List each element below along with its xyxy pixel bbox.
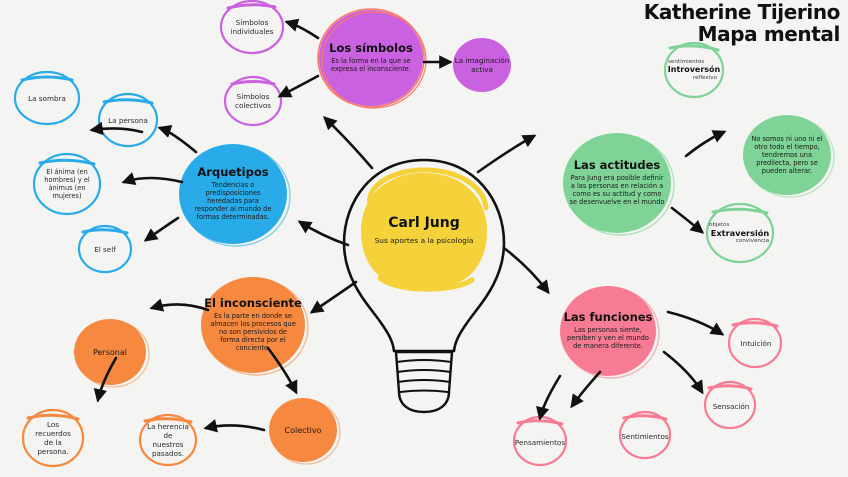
node-label: El self [94,244,116,254]
node-label: Personal [92,347,127,357]
node-label: No somos ni uno ni el otro todo el tiemp… [751,134,823,176]
node-arquetipos[interactable]: Arquetipos Tendencias o predisposiciones… [179,144,287,244]
node-heading: Los símbolos [329,41,413,56]
node-simbolos-colectivos[interactable]: Símbolos colectivos [225,77,281,125]
node-personal[interactable]: Personal [74,319,146,385]
center-node[interactable]: Carl Jung Sus aportes a la psicología [354,196,494,266]
node-label: La sombra [28,93,66,103]
node-label: Sentimientos [621,431,669,441]
node-el-self[interactable]: El self [79,226,131,272]
node-label: Intuición [740,338,772,348]
node-heading: Las actitudes [573,158,661,173]
node-extraversion[interactable]: objetos Extraversión convivencia [707,204,773,262]
node-la-sombra[interactable]: La sombra [15,72,79,124]
page-title: Katherine Tijerino Mapa mental [643,0,841,46]
node-colectivo[interactable]: Colectivo [269,398,337,462]
node-heading: Las funciones [563,310,653,325]
node-label: El ánima (en hombres) y el ánimus (en mu… [44,167,90,201]
node-label: Sensación [712,401,750,411]
node-anima-animus[interactable]: El ánima (en hombres) y el ánimus (en mu… [34,154,100,214]
node-intuicion[interactable]: Intuición [730,320,782,366]
node-label: La imaginación activa [454,56,510,74]
node-sensacion[interactable]: Sensación [705,383,757,429]
node-la-persona[interactable]: La persona [99,94,157,146]
node-body: Es la forma en la que se expresa el inco… [331,56,411,73]
node-label: La persona [108,115,148,125]
node-body: Es la parte en donde se almacen los proc… [210,312,296,352]
node-heading: El inconsciente [204,296,302,311]
node-no-somos[interactable]: No somos ni uno ni el otro todo el tiemp… [746,117,828,193]
node-los-recuerdos[interactable]: Los recuerdos de la persona. [23,410,83,466]
node-pensamientos[interactable]: Pensamientos [512,419,568,465]
node-los-simbolos[interactable]: Los símbolos Es la forma en la que se ex… [319,10,423,106]
node-el-inconsciente[interactable]: El inconsciente Es la parte en donde se … [201,277,305,373]
node-attr-bottom: convivencia [735,238,769,245]
node-label: Extraversión [710,227,770,238]
center-node-title: Carl Jung [388,215,460,232]
title-line-2: Mapa mental [697,21,841,46]
node-body: Para Jung era posible definir a las pers… [569,174,665,206]
node-label: Pensamientos [514,437,566,447]
node-label: La herencia de nuestros pasados. [147,422,189,458]
title-line-1: Katherine Tijerino [643,0,841,24]
node-label: Símbolos individuales [230,18,274,36]
node-sentimientos[interactable]: Sentimientos [618,413,672,459]
node-label: Los recuerdos de la persona. [35,420,71,456]
node-imaginacion-activa[interactable]: La imaginación activa [453,38,511,92]
node-la-herencia[interactable]: La herencia de nuestros pasados. [140,415,196,465]
node-las-funciones[interactable]: Las funciones Las personas siente, persi… [560,286,656,376]
node-body: Las personas siente, persiben y ven el m… [567,325,649,350]
node-introversion[interactable]: sentimientos Introversón reflexivo [665,43,723,97]
node-attr-bottom: reflexivo [692,75,717,81]
node-label: Símbolos colectivos [235,92,271,110]
node-las-actitudes[interactable]: Las actitudes Para Jung era posible defi… [563,133,671,233]
center-node-subtitle: Sus aportes a la psicología [374,235,474,245]
node-heading: Arquetipos [197,165,269,180]
node-body: Tendencias o predisposiciones heredadas … [194,181,272,221]
node-label: Colectivo [284,425,322,435]
node-simbolos-individuales[interactable]: Símbolos individuales [221,1,283,53]
node-label: Introversón [667,65,721,74]
